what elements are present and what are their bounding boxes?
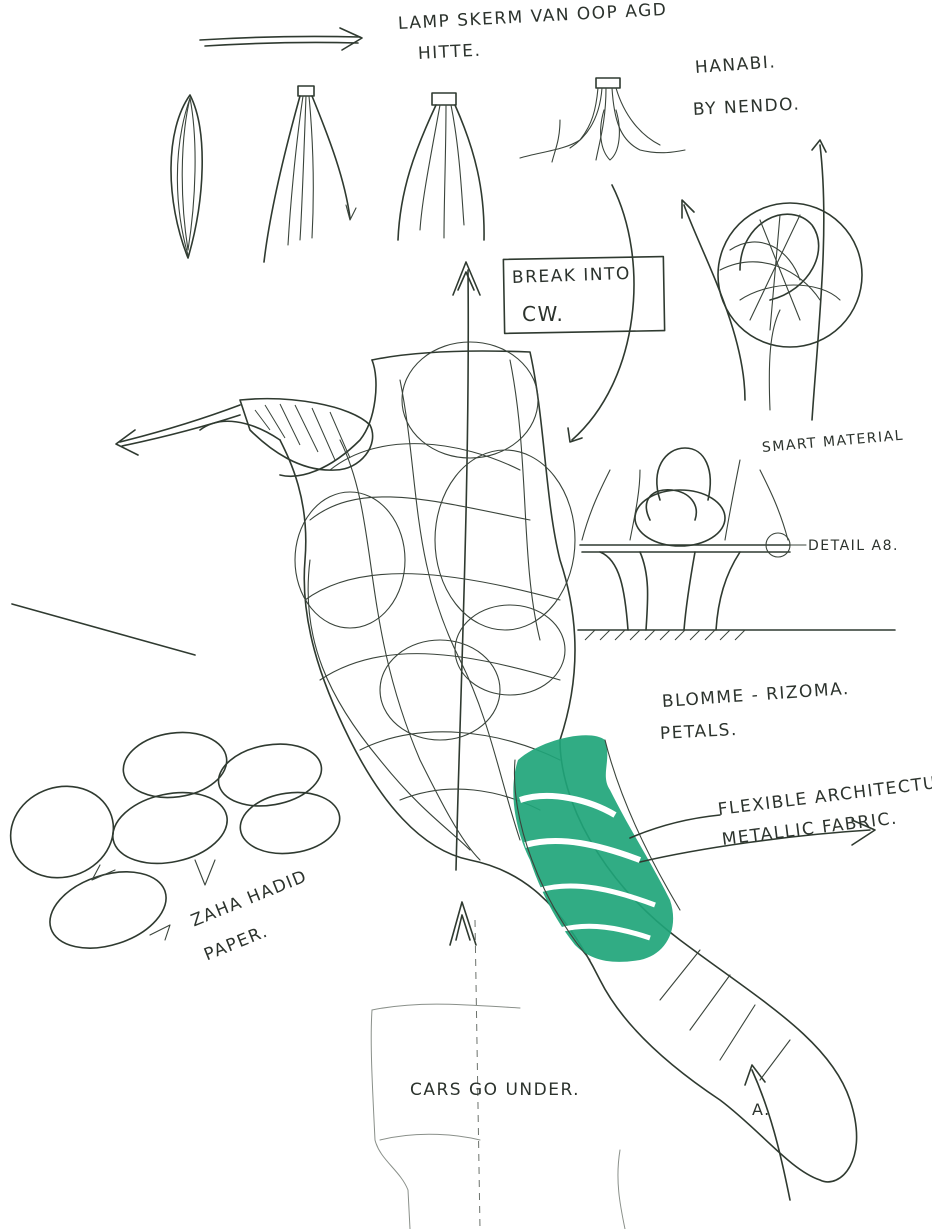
- cw-label: CW.: [522, 302, 564, 326]
- detail-label: DETAIL A8.: [808, 538, 899, 554]
- lower-tail: [660, 950, 790, 1200]
- left-wing: [116, 399, 373, 470]
- lamp-study-bell: [398, 93, 484, 240]
- petals-label: PETALS.: [659, 720, 738, 744]
- cars-frame: [371, 1004, 625, 1229]
- break-into-label: BREAK INTO: [512, 264, 632, 288]
- bloom-to-smart-arrowhead: [568, 428, 582, 442]
- lamp-study-opening: [264, 86, 356, 262]
- diagonal-line: [12, 604, 195, 655]
- zaha-hadid-ovals: [0, 726, 344, 962]
- cars-axis: [450, 902, 480, 1229]
- green-marker-shading: [513, 735, 680, 962]
- lamp-study-bloom: [520, 78, 685, 162]
- main-up-arrow: [453, 262, 480, 870]
- bloom-to-smart-arrow: [572, 185, 634, 440]
- hanabi-sphere-sketch: [682, 140, 862, 420]
- top-arrow: [200, 28, 362, 50]
- lamp-title-line2: HITTE.: [417, 41, 481, 64]
- cars-label: CARS GO UNDER.: [410, 1080, 580, 1100]
- lamp-study-closed: [171, 95, 202, 258]
- marker-a-label: A.: [752, 1100, 771, 1119]
